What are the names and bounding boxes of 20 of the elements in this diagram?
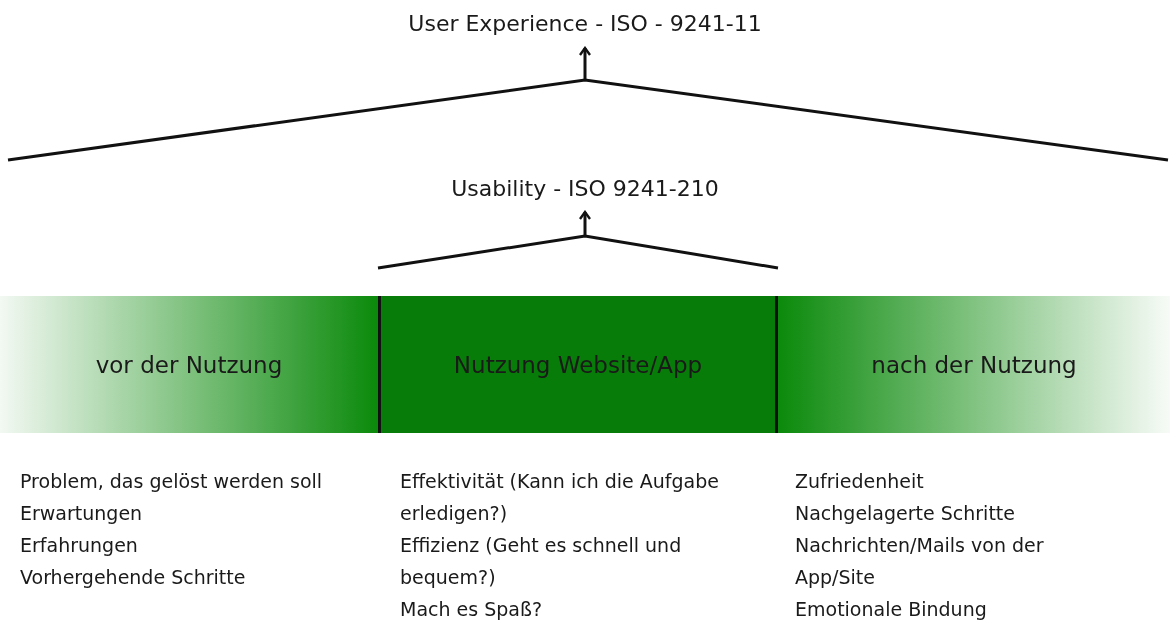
- arrow: [578, 210, 592, 236]
- list-item: Problem, das gelöst werden soll: [20, 469, 324, 494]
- heading-text: User Experience - ISO - 9241-11: [385, 6, 785, 40]
- heading-text: Usability - ISO 9241-210: [420, 172, 750, 204]
- list-item: Zufriedenheit: [795, 469, 925, 494]
- list-item: Effektivität (Kann ich die Aufgabe erledigen?): [400, 469, 720, 526]
- phase-band: nach der Nutzung: [778, 296, 1170, 433]
- phase-band: Nutzung Website/App: [378, 296, 778, 433]
- list-item: Erwartungen: [20, 501, 144, 526]
- list-item: Effizienz (Geht es schnell und bequem?): [400, 533, 683, 590]
- list-item: Nachgelagerte Schritte: [795, 501, 1016, 526]
- list-item: Emotionale Bindung: [795, 597, 988, 622]
- roof-bracket: [7, 78, 1169, 162]
- list-item: Mach es Spaß?: [400, 597, 543, 622]
- list-item: Vorhergehende Schritte: [20, 565, 247, 590]
- phase-band: vor der Nutzung: [0, 296, 378, 433]
- roof-bracket: [377, 234, 779, 270]
- list-item: Nachrichten/Mails von der App/Site: [795, 533, 1045, 590]
- arrow: [578, 46, 592, 80]
- list-item: Erfahrungen: [20, 533, 139, 558]
